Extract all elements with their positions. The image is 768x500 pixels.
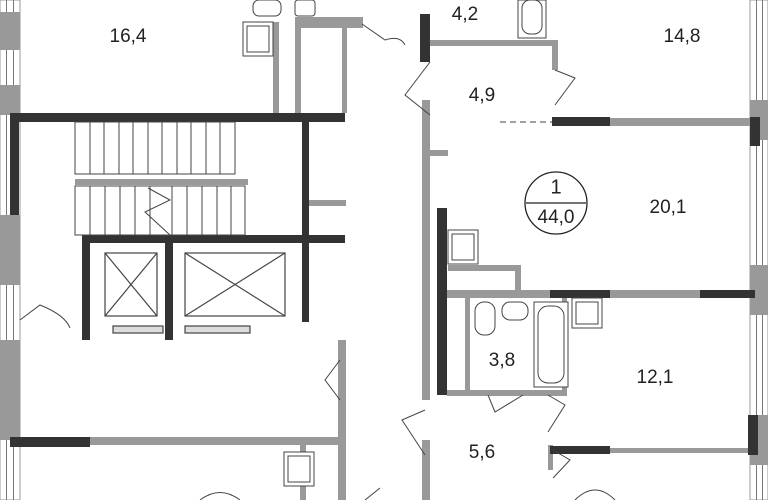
room-area-14-8: 14,8	[663, 26, 701, 47]
room-area-5-6: 5,6	[468, 442, 496, 463]
sanitary-fixtures	[242, 0, 603, 487]
room-area-16-4: 16,4	[109, 26, 147, 47]
bottom-arcs	[199, 487, 616, 500]
elevators	[104, 252, 286, 334]
bearing-walls	[10, 14, 760, 455]
room-area-4-9: 4,9	[468, 85, 496, 106]
staircase	[74, 121, 246, 236]
room-area-4-2: 4,2	[451, 4, 479, 25]
room-area-20-1: 20,1	[649, 197, 687, 218]
doors	[19, 23, 576, 479]
room-area-3-8: 3,8	[488, 350, 516, 371]
room-area-12-1: 12,1	[636, 367, 674, 388]
apartment-total-area: 44,0	[537, 207, 575, 228]
apartment-number: 1	[550, 176, 562, 199]
apartment-badge	[524, 171, 588, 235]
